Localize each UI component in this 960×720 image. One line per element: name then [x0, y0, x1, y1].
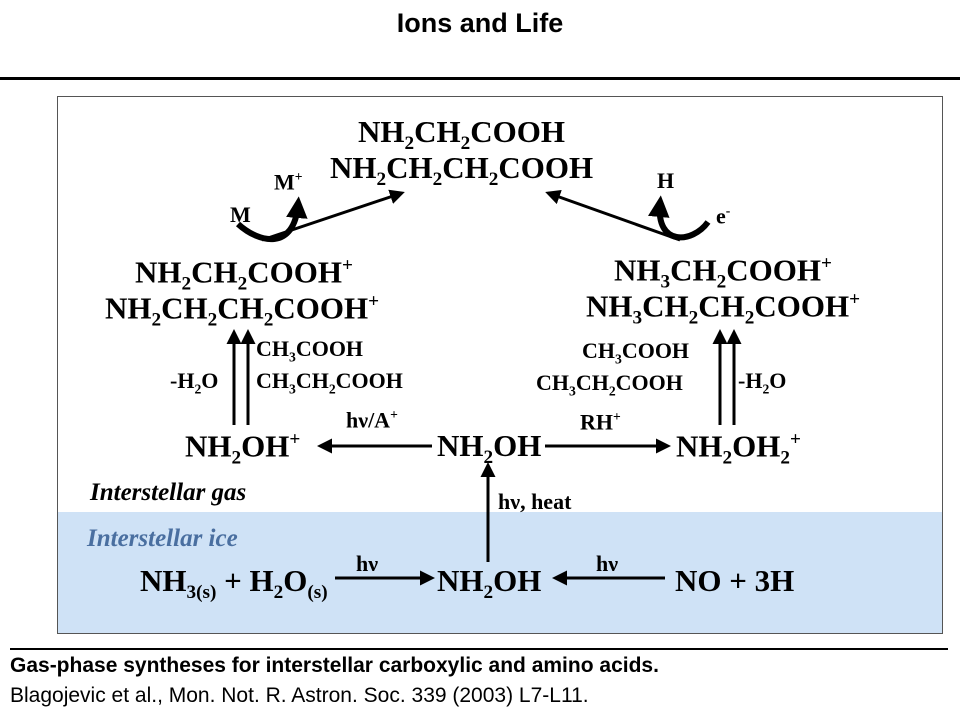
right-reagent-acetic-acid: CH3COOH: [582, 338, 690, 367]
label-h: H: [657, 168, 675, 193]
label-m: M: [230, 202, 251, 227]
ice-hydroxylamine: NH2OH: [437, 563, 542, 604]
region-label-gas: Interstellar gas: [90, 479, 247, 506]
ice-reactants-ammonia-water: NH3(s) + H2O(s): [140, 563, 328, 604]
top-product-glycine: NH2CH2COOH: [358, 114, 565, 155]
label-photon-proton-transfer: hν/A+: [346, 407, 398, 433]
footer-reference: Blagojevic et al., Mon. Not. R. Astron. …: [10, 684, 589, 707]
footer-divider: [10, 648, 948, 650]
top-product-beta-alanine: NH2CH2CH2COOH: [330, 150, 594, 191]
gas-protonated-hydroxylamine: NH2OH2+: [676, 428, 801, 469]
curved-arrow-left-neutralization: [235, 196, 308, 243]
label-m-plus: M+: [274, 169, 303, 195]
left-water-loss: -H2O: [170, 368, 219, 397]
label-rh-plus: RH+: [580, 409, 621, 435]
arrow-right-cation-to-products: [545, 189, 681, 242]
left-cation-glycine: NH2CH2COOH+: [135, 254, 353, 295]
gas-hydroxylamine: NH2OH: [437, 428, 542, 469]
interstellar-ice-region: [58, 512, 942, 633]
footer-caption: Gas-phase syntheses for interstellar car…: [10, 654, 659, 677]
label-desorption: hν, heat: [498, 489, 572, 514]
left-reagent-acetic-acid: CH3COOH: [256, 336, 364, 365]
right-cation-glycine: NH3CH2COOH+: [614, 252, 832, 293]
label-electron: e-: [716, 203, 731, 229]
slide-title: Ions and Life: [396, 8, 564, 38]
right-cation-beta-alanine: NH3CH2CH2COOH+: [586, 288, 861, 329]
ice-reactants-no-hydrogen: NO + 3H: [675, 563, 795, 598]
left-cation-beta-alanine: NH2CH2CH2COOH+: [105, 290, 380, 331]
right-water-loss: -H2O: [738, 368, 787, 397]
title-divider: [0, 77, 960, 80]
label-ice-photon-right: hν: [596, 551, 619, 576]
region-label-ice: Interstellar ice: [87, 525, 238, 552]
left-reagent-propanoic-acid: CH3CH2COOH: [256, 368, 403, 397]
curved-arrow-right-neutralization: [648, 195, 711, 241]
diagram-panel: [57, 96, 943, 634]
right-reagent-propanoic-acid: CH3CH2COOH: [536, 370, 683, 399]
gas-hydroxylamine-cation: NH2OH+: [185, 428, 301, 469]
label-ice-photon-left: hν: [356, 551, 379, 576]
